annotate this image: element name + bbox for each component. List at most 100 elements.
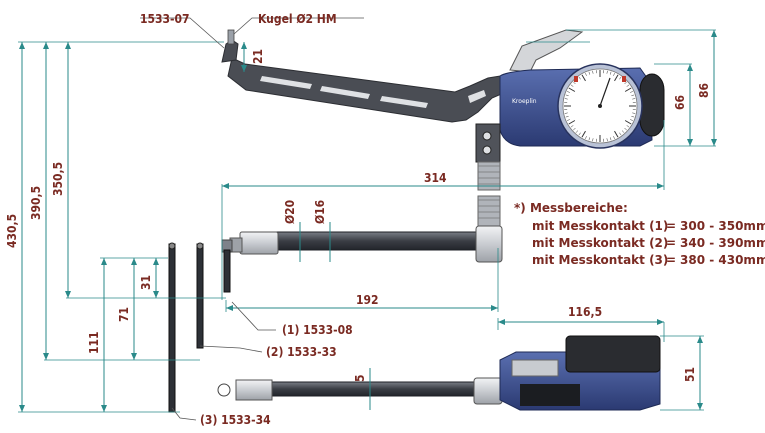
range-1-value: 300 - 350mm bbox=[680, 219, 765, 233]
dial-tick bbox=[573, 81, 576, 85]
arm-slots bbox=[260, 76, 486, 108]
dim-51: 51 bbox=[683, 367, 697, 382]
dial-tick bbox=[609, 137, 612, 141]
rod bbox=[273, 231, 481, 251]
dim-21: 21 bbox=[251, 49, 265, 64]
dial-tick bbox=[632, 98, 636, 100]
dial-tick bbox=[567, 91, 570, 93]
dial-tick bbox=[578, 76, 581, 80]
dim-86: 86 bbox=[697, 83, 711, 98]
measuring-contacts bbox=[168, 242, 231, 413]
dial-tick bbox=[614, 130, 619, 138]
tolerance-mark-right bbox=[622, 76, 626, 82]
dial-tick bbox=[585, 73, 587, 76]
dial-tick bbox=[624, 127, 627, 131]
dial-tick bbox=[624, 87, 632, 92]
clamp-block bbox=[475, 123, 501, 163]
dial-needle bbox=[599, 77, 611, 107]
dial-tick bbox=[568, 87, 576, 92]
ranges-title: *) Messbereiche: bbox=[514, 201, 628, 215]
dial-tick bbox=[632, 112, 636, 114]
rod-elbow bbox=[475, 225, 503, 263]
range-2-value: 340 - 390mm bbox=[680, 236, 765, 250]
dim-d16: Ø16 bbox=[313, 200, 327, 224]
dial-tick bbox=[564, 112, 568, 114]
dial-tick bbox=[585, 136, 587, 139]
dial-tick bbox=[619, 132, 622, 136]
dial-tick bbox=[613, 73, 615, 76]
dim-66: 66 bbox=[673, 95, 687, 110]
label-contact-2: (2) 1533-33 bbox=[266, 345, 337, 359]
dial-tick bbox=[613, 136, 615, 139]
dim-5: 5 bbox=[353, 374, 367, 382]
dial-tick bbox=[567, 119, 570, 121]
dim-192: 192 bbox=[356, 293, 379, 307]
dial-tick bbox=[588, 137, 591, 141]
dial-tick bbox=[606, 70, 608, 74]
dim-31: 31 bbox=[139, 275, 153, 290]
dial-tick bbox=[619, 76, 622, 80]
contact-3 bbox=[168, 243, 176, 413]
dial-tick bbox=[565, 115, 569, 118]
dial-tick bbox=[575, 130, 579, 133]
lever bbox=[509, 29, 584, 73]
label-tip-ball: Kugel Ø2 HM bbox=[258, 12, 337, 26]
dim-111: 111 bbox=[87, 331, 101, 354]
range-3-eq: = bbox=[666, 253, 676, 267]
dim-314: 314 bbox=[424, 171, 447, 185]
dial-tick bbox=[592, 138, 594, 142]
dial-tick bbox=[588, 71, 591, 75]
dial-tick bbox=[570, 84, 574, 87]
measuring-ranges: *) Messbereiche: mit Messkontakt (1) = 3… bbox=[514, 201, 765, 267]
dim-390-5: 390,5 bbox=[29, 186, 43, 220]
dial-tick bbox=[631, 94, 635, 97]
caliper-top-view: Kroeplin bbox=[221, 29, 665, 227]
dial-tick bbox=[606, 138, 608, 142]
caliper-arm bbox=[227, 57, 507, 123]
side-arm bbox=[237, 381, 499, 397]
dial-tick bbox=[565, 94, 569, 97]
dial-tick bbox=[581, 74, 586, 82]
extension-bar bbox=[221, 225, 503, 263]
dim-d20: Ø20 bbox=[283, 200, 297, 224]
dim-430-5: 430,5 bbox=[5, 214, 19, 248]
label-contact-1: (1) 1533-08 bbox=[282, 323, 353, 337]
range-2-label: mit Messkontakt (2) bbox=[532, 236, 668, 250]
brand-label: Kroeplin bbox=[512, 98, 537, 105]
dial-tick bbox=[570, 125, 574, 128]
range-1-eq: = bbox=[666, 219, 676, 233]
dial-tick bbox=[578, 132, 581, 136]
label-part-tip: 1533-07 bbox=[140, 12, 190, 26]
dial-tick bbox=[621, 130, 625, 133]
rod-sleeve bbox=[239, 231, 279, 255]
caliper-side-view bbox=[217, 335, 661, 411]
dial-tick bbox=[568, 120, 576, 125]
threaded-stem-lower bbox=[477, 195, 501, 227]
range-3-value: 380 - 430mm bbox=[680, 253, 765, 267]
range-3-label: mit Messkontakt (3) bbox=[532, 253, 668, 267]
dial-tick bbox=[624, 120, 632, 125]
leader-lines bbox=[140, 17, 364, 421]
dial-tick bbox=[614, 74, 619, 82]
gauge-back bbox=[639, 73, 665, 137]
contact-2 bbox=[196, 243, 204, 349]
tolerance-mark-left bbox=[574, 76, 578, 82]
range-1-label: mit Messkontakt (1) bbox=[532, 219, 668, 233]
tip-ball bbox=[227, 29, 235, 45]
dial-tick bbox=[581, 130, 586, 138]
tip-holder bbox=[221, 39, 239, 63]
dial-tick bbox=[564, 98, 568, 100]
dial-tick bbox=[626, 125, 630, 128]
dial-tick bbox=[626, 84, 630, 87]
dial-tick bbox=[631, 115, 635, 118]
dim-116-5: 116,5 bbox=[568, 305, 602, 319]
dial-tick bbox=[573, 127, 576, 131]
dial-tick bbox=[592, 70, 594, 74]
dial-tick bbox=[630, 119, 633, 121]
dim-350-5: 350,5 bbox=[51, 162, 65, 196]
dial-tick bbox=[624, 81, 627, 85]
side-dial bbox=[565, 335, 661, 373]
dim-71: 71 bbox=[117, 307, 131, 322]
